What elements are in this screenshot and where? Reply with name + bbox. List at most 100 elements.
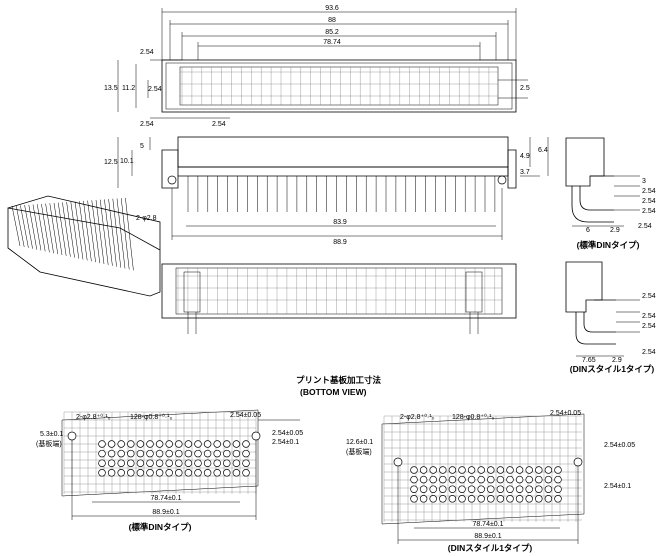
side-view: 12.5 10.1 5 4.9 6.4 3.7 2-φ2.8 83.9 88.9 bbox=[104, 136, 549, 246]
pcb-pin-hole bbox=[136, 440, 145, 448]
right-detail-standard-din: 3 2.54 2.54 2.54 6 2.9 2.54 (標準DINタイプ) bbox=[565, 137, 656, 250]
pcb-pin-hole bbox=[487, 495, 495, 503]
dim-din1-c: 2.54 bbox=[642, 323, 656, 330]
perspective-pin bbox=[36, 204, 46, 252]
pcb-pin-hole bbox=[213, 469, 221, 477]
dim-side-pin-span: 83.9 bbox=[333, 219, 347, 226]
pcb-pin-hole bbox=[98, 440, 106, 448]
pcb-pin-hole bbox=[554, 475, 562, 484]
pcb-std-pitch-r2: 2.54±0.1 bbox=[272, 439, 299, 446]
pcb-pin-hole bbox=[506, 475, 514, 484]
dim-std-g: 2.54 bbox=[638, 223, 652, 230]
pcb-pin-hole bbox=[184, 440, 193, 448]
pcb-pin-hole bbox=[544, 485, 553, 493]
pcb-pin-hole bbox=[410, 475, 418, 484]
pcb-pin-hole bbox=[515, 495, 524, 503]
pcb-pin-hole bbox=[213, 440, 221, 448]
pcb-pin-hole bbox=[146, 440, 154, 448]
perspective-pin bbox=[66, 202, 75, 258]
perspective-pin bbox=[87, 200, 96, 263]
dim-din1-f: 2.9 bbox=[612, 357, 622, 364]
pcb-pin-hole bbox=[448, 475, 457, 484]
pcb-pin-hole bbox=[544, 466, 553, 474]
perspective-pin bbox=[20, 205, 29, 248]
pcb-pin-hole bbox=[107, 449, 116, 458]
pcb-pin-hole bbox=[477, 495, 485, 503]
pcb-pin-hole bbox=[155, 469, 164, 477]
dim-height: 13.5 bbox=[104, 85, 118, 92]
pcb-pin-hole bbox=[146, 469, 154, 477]
pcb-din1-hole-a: 2-φ2.8⁺⁰·¹₀ bbox=[400, 413, 435, 421]
dim-side-h1: 4.9 bbox=[520, 153, 530, 160]
pcb-pin-hole bbox=[439, 495, 447, 503]
pcb-pin-hole bbox=[506, 485, 514, 493]
pcb-pin-hole bbox=[155, 440, 164, 448]
pcb-pin-hole bbox=[506, 495, 514, 503]
pcb-pin-hole bbox=[429, 466, 437, 474]
dim-side-step: 5 bbox=[140, 143, 144, 150]
pcb-pin-hole bbox=[223, 459, 231, 467]
pcb-pin-hole bbox=[165, 469, 173, 477]
dim-din1-b: 2.54 bbox=[642, 313, 656, 320]
pcb-pin-hole bbox=[232, 459, 241, 467]
dim-side-h2: 6.4 bbox=[538, 147, 548, 154]
pcb-pin-hole bbox=[203, 440, 212, 448]
pcb-pin-hole bbox=[175, 449, 183, 458]
perspective-pin bbox=[125, 197, 134, 271]
pcb-subtitle: (BOTTOM VIEW) bbox=[300, 387, 367, 397]
perspective-pin bbox=[32, 204, 42, 251]
dim-std-d: 2.54 bbox=[642, 208, 656, 215]
pcb-pin-hole bbox=[439, 485, 447, 493]
perspective-pin bbox=[95, 199, 105, 265]
pcb-pin-hole bbox=[487, 485, 495, 493]
pcb-pin-hole bbox=[136, 449, 145, 458]
pcb-pin-hole bbox=[496, 475, 505, 484]
pcb-pin-hole bbox=[184, 459, 193, 467]
pcb-std-caption: (標準DINタイプ) bbox=[129, 522, 192, 532]
pcb-din1-ref: 12.6±0.1 bbox=[346, 439, 373, 446]
pcb-din1-caption: (DINスタイル1タイプ) bbox=[448, 543, 533, 553]
pcb-pin-hole bbox=[458, 485, 466, 493]
perspective-pin bbox=[41, 203, 50, 253]
pcb-pin-hole bbox=[232, 469, 241, 477]
perspective-pin bbox=[116, 198, 126, 269]
pcb-pin-hole bbox=[203, 449, 212, 458]
pcb-pin-hole bbox=[165, 459, 173, 467]
pcb-std-pitch-r1: 2.54±0.05 bbox=[272, 430, 303, 437]
pcb-pin-hole bbox=[535, 495, 543, 503]
pcb-pin-hole bbox=[127, 449, 135, 458]
pcb-pin-hole bbox=[107, 440, 116, 448]
dim-din1-d: 2.54 bbox=[642, 349, 656, 356]
pcb-pin-hole bbox=[213, 449, 221, 458]
pcb-pin-hole bbox=[165, 440, 173, 448]
pcb-pin-hole bbox=[487, 466, 495, 474]
pcb-pin-hole bbox=[429, 495, 437, 503]
pcb-pin-hole bbox=[448, 495, 457, 503]
pcb-din1-overall: 88.9±0.1 bbox=[474, 533, 501, 540]
pcb-pin-hole bbox=[419, 495, 428, 503]
perspective-pin bbox=[108, 199, 117, 267]
perspective-pin bbox=[57, 202, 67, 256]
pcb-pin-hole bbox=[136, 469, 145, 477]
pcb-pin-hole bbox=[165, 449, 173, 458]
pcb-pin-hole bbox=[203, 459, 212, 467]
dim-side-inner: 10.1 bbox=[120, 158, 134, 165]
pcb-pin-hole bbox=[429, 475, 437, 484]
pcb-pin-hole bbox=[515, 485, 524, 493]
pcb-pin-hole bbox=[155, 449, 164, 458]
right-din1-caption: (DINスタイル1タイプ) bbox=[570, 364, 655, 374]
pcb-pin-hole bbox=[458, 466, 466, 474]
pcb-layout-din-style1: 12.6±0.1 (基板端) 2-φ2.8⁺⁰·¹₀ 128-φ0.8⁺⁰·¹₀… bbox=[346, 410, 635, 553]
pcb-std-overall: 88.9±0.1 bbox=[152, 509, 179, 516]
pcb-std-hole-a: 2-φ2.8⁺⁰·¹₀ bbox=[76, 413, 111, 421]
dim-std-b: 2.54 bbox=[642, 188, 656, 195]
pcb-pin-hole bbox=[419, 475, 428, 484]
pcb-pin-hole bbox=[194, 469, 202, 477]
perspective-pin bbox=[45, 203, 54, 254]
pcb-din1-span: 78.74±0.1 bbox=[472, 521, 503, 528]
pcb-pin-hole bbox=[467, 485, 476, 493]
pcb-pin-hole bbox=[242, 440, 250, 448]
pcb-pin-hole bbox=[117, 440, 125, 448]
pcb-pin-hole bbox=[232, 449, 241, 458]
bottom-view bbox=[161, 263, 517, 334]
